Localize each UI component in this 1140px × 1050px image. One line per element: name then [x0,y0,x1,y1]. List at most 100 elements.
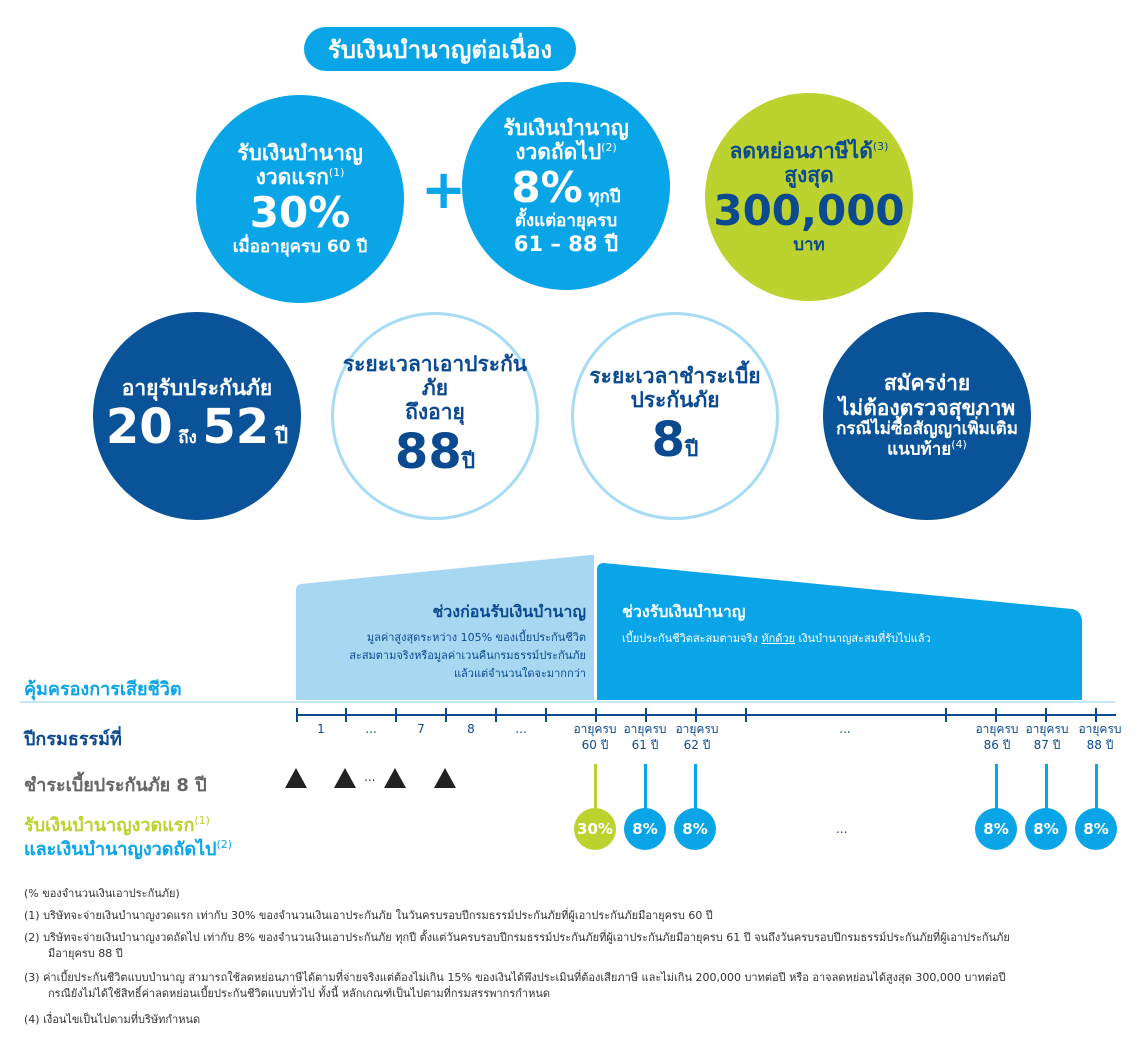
easy-apply-line1: สมัครง่าย [883,371,971,396]
next-annuity-line3: ตั้งแต่อายุครบ [514,211,618,232]
payment-term-unit: ปี [685,436,699,461]
year-label: 1 [317,722,325,736]
next-annuity-suffix: ทุกปี [588,187,621,208]
axis-tick [495,708,497,722]
pre-annuity-l2: สะสมตามจริงหรือมูลค่าเวนคืนกรมธรรม์ประกั… [349,649,586,663]
payout-badge: 8% [624,808,666,850]
year-label: 7 [417,722,425,736]
axis-tick [445,708,447,722]
coverage-term-line1: ระยะเวลาเอาประกันภัย [342,352,528,401]
easy-apply-circle: สมัครง่าย ไม่ต้องตรวจสุขภาพ กรณีไม่ซื้อส… [823,312,1031,520]
coverage-term-unit: ปี [461,448,476,473]
easy-apply-line3: กรณีไม่ซื้อสัญญาเพิ่มเติม [836,418,1018,439]
annuity-label: รับเงินบำนาญงวดแรก(1) และเงินบำนาญงวดถัด… [24,814,232,863]
note-ref-3: (3) [872,139,889,153]
premium-triangle [285,768,307,788]
coverage-term-circle: ระยะเวลาเอาประกันภัย ถึงอายุ 88ปี [331,312,539,520]
pre-annuity-l1: มูลค่าสูงสุดระหว่าง 105% ของเบี้ยประกันช… [366,631,586,644]
premium-ellipsis: ... [364,770,376,784]
first-annuity-circle: รับเงินบำนาญ งวดแรก(1) 30% เมื่ออายุครบ … [196,95,404,303]
post-annuity-l1b: หักด้วย [761,632,796,645]
payout-line [644,764,647,812]
footnote-4: (4) เงื่อนไขเป็นไปตามที่บริษัทกำหนด [24,1013,201,1026]
payout-ellipsis: ... [836,822,848,836]
premium-label: ชำระเบี้ยประกันภัย 8 ปี [24,775,207,796]
note-ref-1: (1) [328,166,345,180]
footnote-unit: (% ของจำนวนเงินเอาประกันภัย) [24,887,180,900]
payout-badge: 8% [674,808,716,850]
premium-triangle [384,768,406,788]
annuity-sup-2: (2) [216,838,233,852]
payment-term-line1: ระยะเวลาชำระเบี้ย [589,364,761,389]
year-label: ... [515,722,527,736]
entry-age-from: 20 [105,399,173,456]
axis-tick [695,708,697,722]
axis-tick [945,708,947,722]
premium-triangle [334,768,356,788]
pre-annuity-area [296,555,594,700]
coverage-area-chart [20,555,1115,703]
axis-tick [645,708,647,722]
payout-badge-first: 30% [574,808,616,850]
pre-annuity-text: ช่วงก่อนรับเงินบำนาญ มูลค่าสูงสุดระหว่าง… [300,600,586,683]
footnote-3: (3) ค่าเบี้ยประกันชีวิตแบบบำนาญ สามารถใช… [24,971,1006,1000]
next-annuity-line2: งวดถัดไป [515,140,602,164]
annuity-sup-1: (1) [194,814,210,827]
annuity-label-2: และเงินบำนาญงวดถัดไป [24,839,217,861]
axis-tick [995,708,997,722]
easy-apply-line2: ไม่ต้องตรวจสุขภาพ [838,395,1016,420]
footnote-2: (2) บริษัทจะจ่ายเงินบำนาญงวดถัดไป เท่ากั… [24,931,1010,960]
year-label: 8 [467,722,475,736]
axis-tick [395,708,397,722]
axis-tick [545,708,547,722]
entry-age-to: 52 [202,399,270,456]
axis-tick [345,708,347,722]
tax-line2: สูงสุด [784,163,834,188]
annuity-label-1: รับเงินบำนาญงวดแรก [24,815,195,836]
header-title: รับเงินบำนาญต่อเนื่อง [304,27,576,71]
payout-badge: 8% [975,808,1017,850]
payout-line [1095,764,1098,812]
first-annuity-line2: งวดแรก [255,165,329,190]
pre-annuity-l3: แล้วแต่จำนวนใดจะมากกว่า [453,667,586,681]
payout-badge: 8% [1025,808,1067,850]
payout-line [995,764,998,812]
next-annuity-percent: 8% [511,163,583,213]
first-annuity-line1: รับเงินบำนาญ [237,140,363,165]
payout-line [694,764,697,812]
tax-unit: บาท [793,234,825,255]
tax-line1: ลดหย่อนภาษีได้ [729,138,873,163]
post-annuity-title: ช่วงรับเงินบำนาญ [622,602,746,621]
note-ref-2: (2) [601,141,617,154]
payment-term-num: 8 [651,411,686,468]
entry-age-circle: อายุรับประกันภัย 20 ถึง 52 ปี [93,312,301,520]
axis-tick [296,708,298,722]
premium-triangle [434,768,456,788]
next-annuity-line1: รับเงินบำนาญ [503,115,629,140]
axis-tick [1045,708,1047,722]
entry-age-to-word: ถึง [178,428,197,449]
coverage-label: คุ้มครองการเสียชีวิต [24,679,182,700]
next-annuity-line4: 61 – 88 ปี [513,231,619,256]
post-annuity-text: ช่วงรับเงินบำนาญ เบี้ยประกันชีวิตสะสมตาม… [622,600,931,647]
footnote-1: (1) บริษัทจะจ่ายเงินบำนาญงวดแรก เท่ากับ … [24,909,713,922]
pre-annuity-title: ช่วงก่อนรับเงินบำนาญ [432,602,586,621]
note-ref-4: (4) [951,438,967,452]
payout-line [1045,764,1048,812]
coverage-term-line2: ถึงอายุ [405,400,465,425]
axis-tick [745,708,747,722]
axis-tick [595,708,597,722]
entry-age-unit: ปี [274,424,289,449]
plus-sign: + [421,158,467,221]
next-annuity-circle: รับเงินบำนาญ งวดถัดไป(2) 8% ทุกปี ตั้งแต… [462,82,670,290]
easy-apply-line4: แนบท้าย [887,439,952,460]
first-annuity-line3: เมื่ออายุครบ 60 ปี [232,236,368,257]
payout-line [594,764,597,812]
mid-ellipsis: ... [839,722,851,736]
coverage-term-num: 88 [394,423,462,480]
